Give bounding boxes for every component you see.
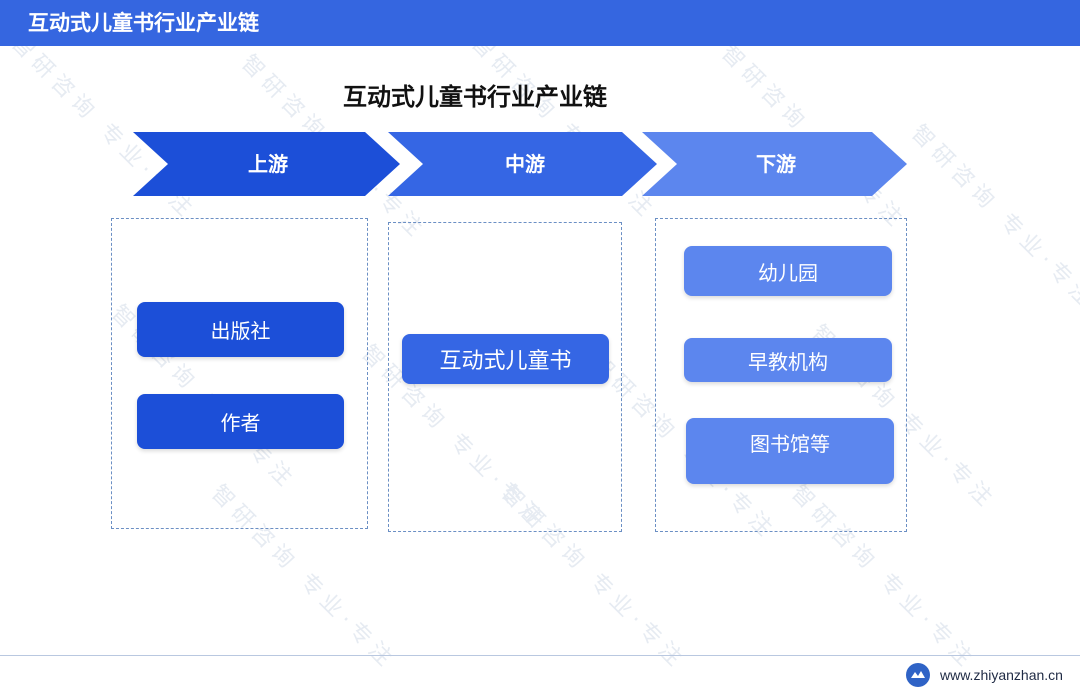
- footer-url[interactable]: www.zhiyanzhan.cn: [940, 667, 1063, 683]
- logo-icon: [906, 663, 930, 687]
- node-library: 图书馆等: [686, 418, 894, 484]
- midstream-arrow: [388, 132, 657, 196]
- stage-label-upstream: 上游: [248, 152, 288, 176]
- node-interactive-book: 互动式儿童书: [402, 334, 609, 384]
- node-publisher: 出版社: [137, 302, 344, 357]
- diagram-title: 互动式儿童书行业产业链: [343, 82, 607, 111]
- node-author: 作者: [137, 394, 344, 449]
- footer-divider: [0, 655, 1080, 656]
- node-kindergarten: 幼儿园: [684, 246, 892, 296]
- downstream-column: [655, 218, 907, 532]
- stage-label-downstream: 下游: [756, 152, 796, 176]
- header-bar: 互动式儿童书行业产业链: [0, 0, 1080, 46]
- header-title: 互动式儿童书行业产业链: [28, 10, 259, 35]
- logo-mark: [907, 664, 929, 686]
- upstream-arrow: [133, 132, 400, 196]
- downstream-arrow: [642, 132, 907, 196]
- stage-label-midstream: 中游: [505, 152, 545, 176]
- node-early-education: 早教机构: [684, 338, 892, 382]
- upstream-column: [111, 218, 368, 529]
- midstream-column: [388, 222, 622, 532]
